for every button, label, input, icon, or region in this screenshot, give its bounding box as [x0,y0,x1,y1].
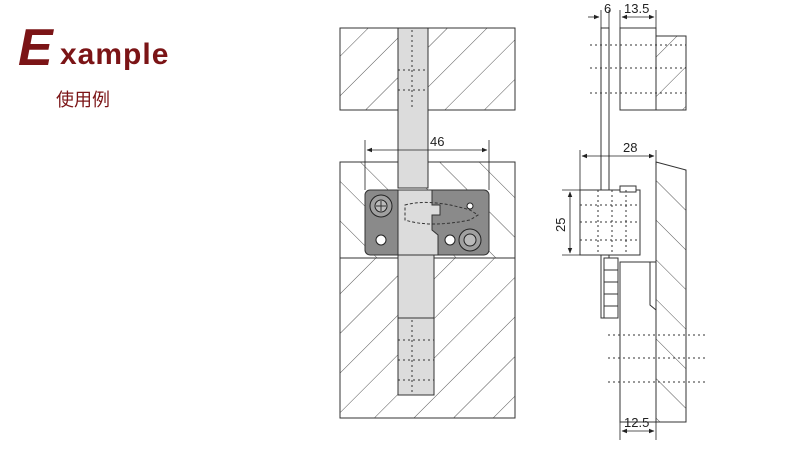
side-upper-plate [619,27,657,111]
title-subtitle-cn: 使用例 [56,90,110,111]
pin-right [444,234,456,246]
dim-12-5-label: 12.5 [624,415,649,430]
dim-46-label: 46 [430,134,444,149]
dim-28-label: 28 [623,140,637,155]
title-initial: E [18,19,53,77]
front-view [339,27,516,419]
title-text: xample [60,38,170,71]
dim-25-label: 25 [553,218,568,232]
dim-13-5-label: 13.5 [624,1,649,16]
guide-rod-upper [397,27,429,189]
dim-6-label: 6 [604,1,611,16]
bolt-top-left [369,194,393,218]
side-view [562,10,706,440]
bolt-bottom-right [458,228,482,252]
pin-left [375,234,387,246]
guide-rod-lower [397,254,435,396]
